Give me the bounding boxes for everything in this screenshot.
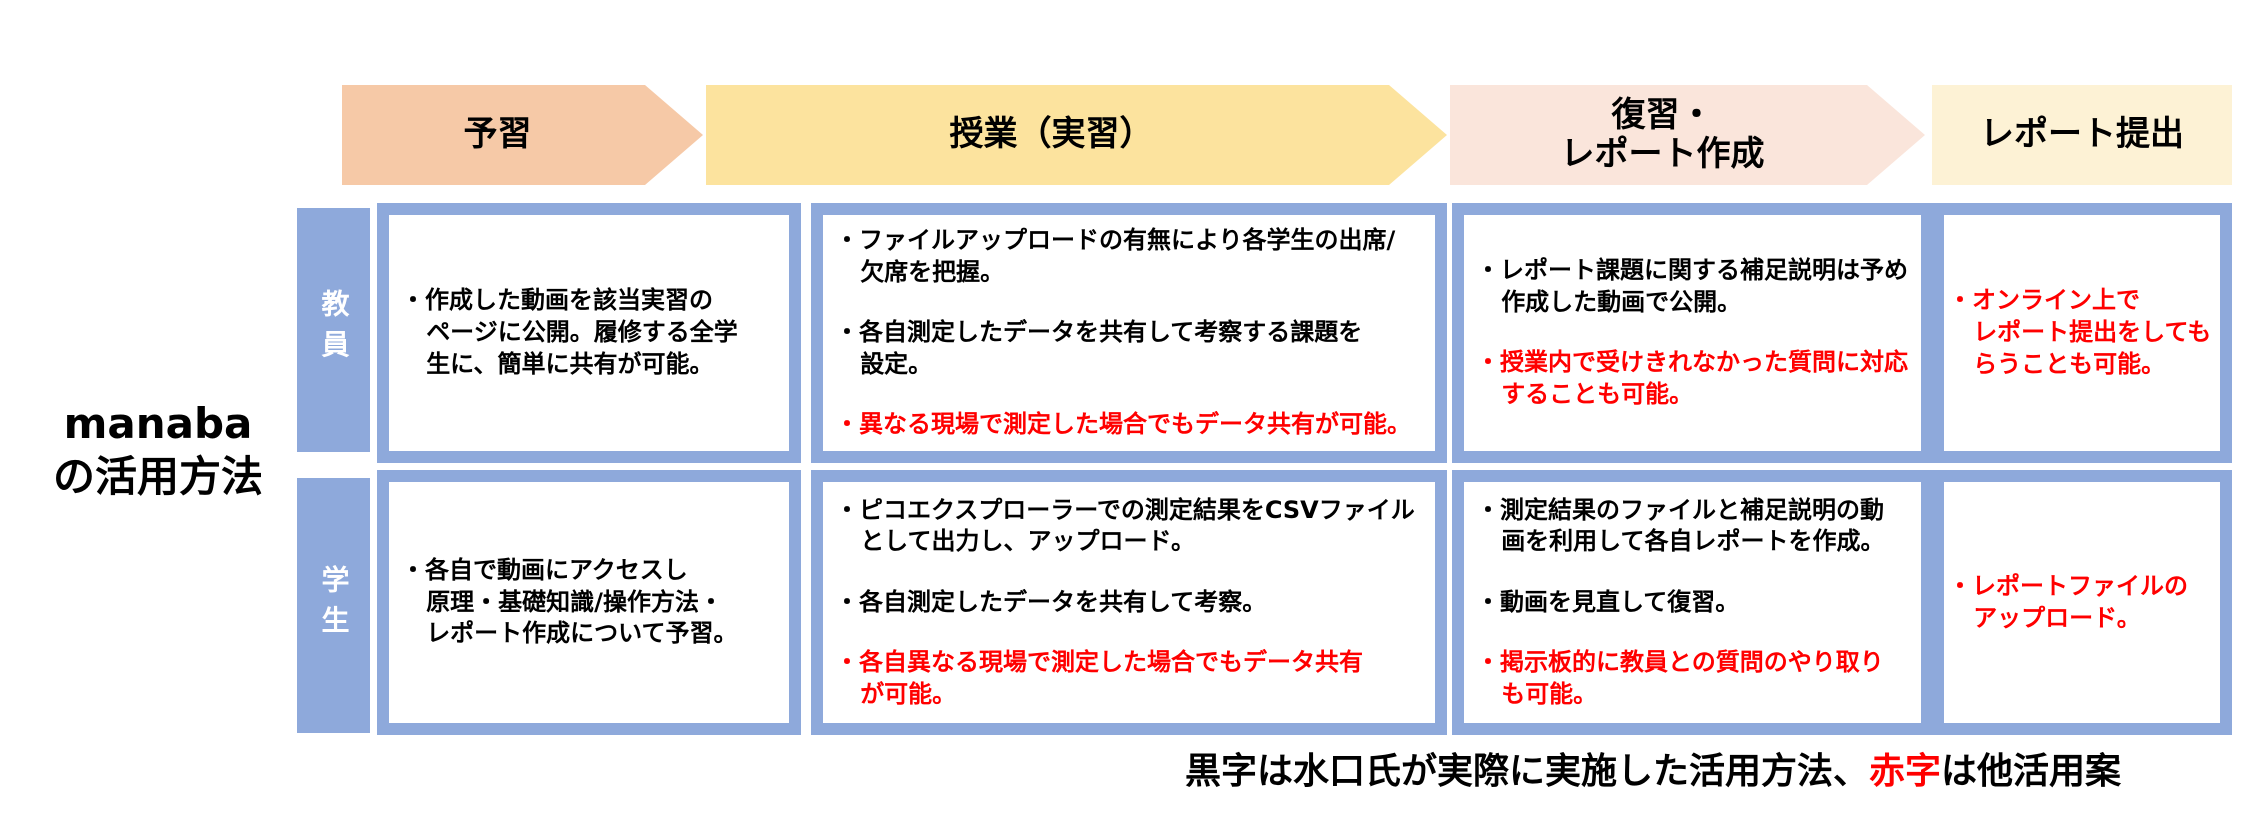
phase-header-review-label: 復習・ レポート作成	[1560, 94, 1765, 174]
bullet-list: レポート課題に関する補足説明は予め 作成した動画で公開。 授業内で受けきれなかっ…	[1476, 255, 1909, 410]
bullet-list: 各自で動画にアクセスし 原理・基礎知識/操作方法・ レポート作成について予習。	[401, 555, 777, 650]
phase-header-review: 復習・ レポート作成	[1450, 85, 1925, 185]
bullet-item: レポート課題に関する補足説明は予め 作成した動画で公開。	[1476, 255, 1909, 318]
cell-student-submit: レポートファイルの アップロード。	[1932, 470, 2232, 735]
cell-student-class: ピコエクスプローラーでの測定結果をCSVファイル として出力し、アップロード。 …	[811, 470, 1447, 735]
legend-red-word: 赤字	[1869, 751, 1942, 792]
bullet-item: レポートファイルの アップロード。	[1948, 571, 2216, 634]
phase-header-submit: レポート提出	[1932, 85, 2232, 185]
phase-header-submit-label: レポート提出	[1980, 114, 2184, 155]
bullet-list: 測定結果のファイルと補足説明の動 画を利用して各自レポートを作成。 動画を見直し…	[1476, 495, 1909, 711]
bullet-item: 各自測定したデータを共有して考察。	[835, 587, 1423, 619]
row-label-student: 学生	[297, 478, 370, 733]
bullet-list: レポートファイルの アップロード。	[1948, 571, 2216, 634]
bullet-item: 掲示板的に教員との質問のやり取り も可能。	[1476, 647, 1909, 710]
row-label-teacher: 教員	[297, 208, 370, 452]
phase-header-prep-label: 予習	[463, 114, 532, 155]
bullet-item: 動画を見直して復習。	[1476, 587, 1909, 619]
bullet-item: 各自で動画にアクセスし 原理・基礎知識/操作方法・ レポート作成について予習。	[401, 555, 777, 650]
phase-header-class: 授業（実習）	[706, 85, 1447, 185]
cell-teacher-class: ファイルアップロードの有無により各学生の出席/ 欠席を把握。 各自測定したデータ…	[811, 203, 1447, 463]
cell-student-prep: 各自で動画にアクセスし 原理・基礎知識/操作方法・ レポート作成について予習。	[377, 470, 801, 735]
legend-caption: 黒字は水口氏が実際に実施した活用方法、赤字は他活用案	[1185, 742, 2121, 794]
bullet-list: 作成した動画を該当実習の ページに公開。履修する全学 生に、簡単に共有が可能。	[401, 285, 777, 380]
bullet-item: 異なる現場で測定した場合でもデータ共有が可能。	[835, 409, 1423, 441]
bullet-list: ピコエクスプローラーでの測定結果をCSVファイル として出力し、アップロード。 …	[835, 495, 1423, 711]
bullet-item: ファイルアップロードの有無により各学生の出席/ 欠席を把握。	[835, 225, 1423, 288]
bullet-item: 授業内で受けきれなかった質問に対応 することも可能。	[1476, 347, 1909, 410]
bullet-item: ピコエクスプローラーでの測定結果をCSVファイル として出力し、アップロード。	[835, 495, 1423, 558]
cell-teacher-submit: オンライン上で レポート提出をしても らうことも可能。	[1932, 203, 2232, 463]
cell-student-review: 測定結果のファイルと補足説明の動 画を利用して各自レポートを作成。 動画を見直し…	[1452, 470, 1933, 735]
legend-black-suffix: は他活用案	[1941, 751, 2122, 792]
cell-teacher-review: レポート課題に関する補足説明は予め 作成した動画で公開。 授業内で受けきれなかっ…	[1452, 203, 1933, 463]
bullet-list: ファイルアップロードの有無により各学生の出席/ 欠席を把握。 各自測定したデータ…	[835, 225, 1423, 441]
phase-header-class-label: 授業（実習）	[949, 114, 1154, 155]
bullet-item: 各自測定したデータを共有して考察する課題を 設定。	[835, 317, 1423, 380]
bullet-item: 測定結果のファイルと補足説明の動 画を利用して各自レポートを作成。	[1476, 495, 1909, 558]
bullet-item: 作成した動画を該当実習の ページに公開。履修する全学 生に、簡単に共有が可能。	[401, 285, 777, 380]
bullet-item: オンライン上で レポート提出をしても らうことも可能。	[1948, 285, 2216, 380]
bullet-list: オンライン上で レポート提出をしても らうことも可能。	[1948, 285, 2216, 380]
legend-black-prefix: 黒字は水口氏が実際に実施した活用方法、	[1185, 751, 1870, 792]
page-title: manaba の活用方法	[52, 399, 263, 501]
cell-teacher-prep: 作成した動画を該当実習の ページに公開。履修する全学 生に、簡単に共有が可能。	[377, 203, 801, 463]
phase-header-prep: 予習	[342, 85, 703, 185]
bullet-item: 各自異なる現場で測定した場合でもデータ共有 が可能。	[835, 647, 1423, 710]
